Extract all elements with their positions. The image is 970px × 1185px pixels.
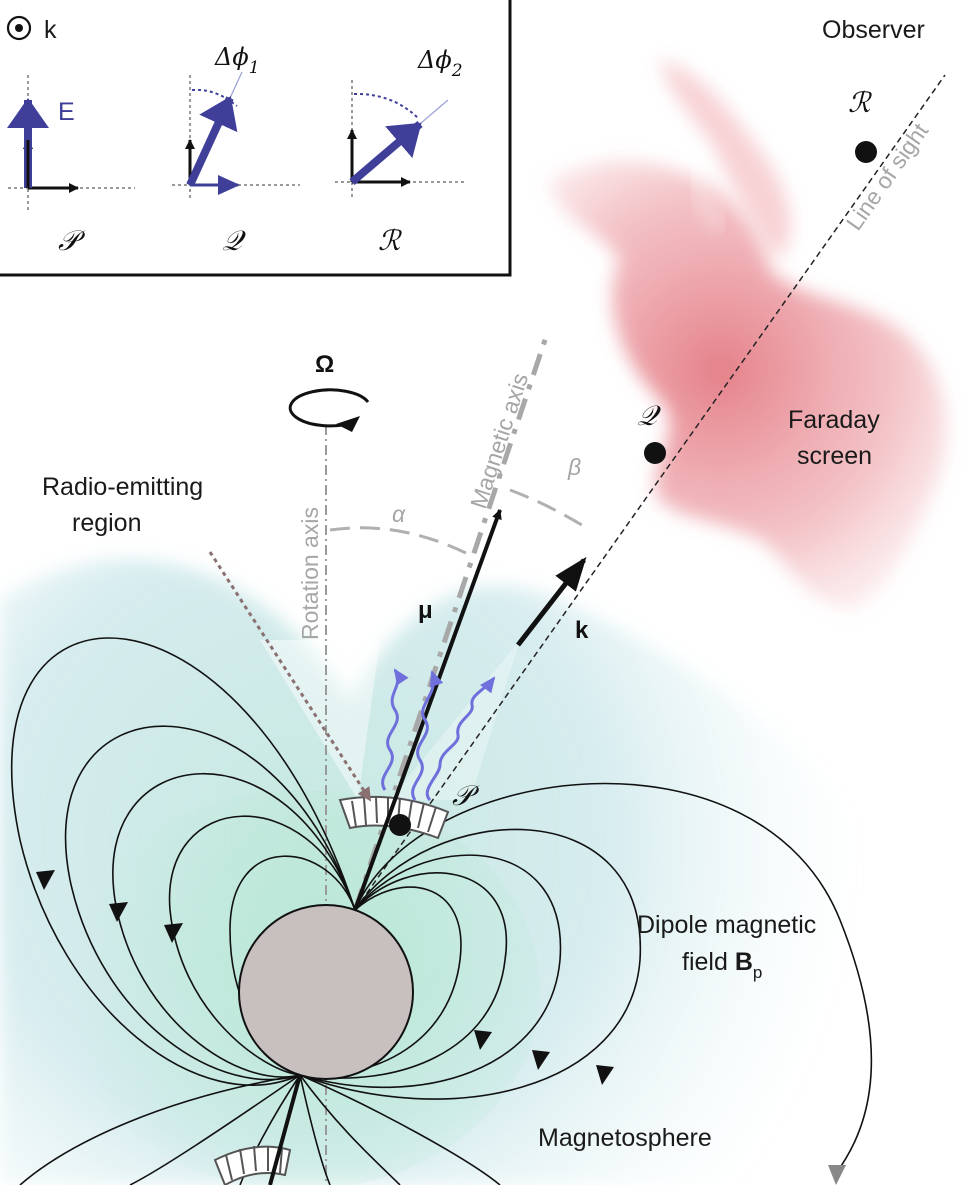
panel-q-label: 𝒬 bbox=[222, 224, 246, 257]
line-of-sight bbox=[354, 74, 946, 911]
e-vector-q bbox=[186, 96, 238, 187]
radio-region-pointer bbox=[208, 551, 372, 802]
polarization-inset: k E 𝒫 Δϕ1 𝒬 bbox=[0, 0, 512, 277]
faraday-screen-label-2: screen bbox=[797, 442, 872, 470]
point-p-marker bbox=[389, 814, 411, 836]
point-q-marker bbox=[644, 442, 666, 464]
south-mu-axis bbox=[268, 1074, 302, 1185]
panel-r: Δϕ2 ℛ bbox=[335, 46, 465, 257]
e-vector-label: E bbox=[58, 98, 75, 126]
dipole-field-lines bbox=[10, 637, 873, 1185]
alpha-arc bbox=[329, 526, 471, 557]
observer-label: Observer bbox=[822, 16, 925, 44]
point-r-label: ℛ bbox=[848, 86, 872, 119]
beta-label: β bbox=[567, 454, 581, 480]
dipole-label-1: Dipole magnetic bbox=[637, 911, 816, 939]
point-r-marker bbox=[855, 141, 877, 163]
magnetosphere-label: Magnetosphere bbox=[538, 1124, 712, 1152]
panel-q: Δϕ1 𝒬 bbox=[172, 43, 300, 257]
radio-region-label-2: region bbox=[72, 509, 142, 537]
mu-vector bbox=[353, 509, 502, 911]
inset-k-label: k bbox=[44, 16, 57, 44]
dipole-label-2: field Bp bbox=[682, 948, 762, 982]
faraday-screen-label-1: Faraday bbox=[788, 406, 880, 434]
beta-arc bbox=[509, 488, 591, 532]
k-vector bbox=[516, 556, 587, 647]
k-vector-label: k bbox=[575, 617, 589, 644]
omega-label: Ω bbox=[315, 351, 334, 378]
dphi1-label: Δϕ1 bbox=[214, 43, 260, 78]
radio-region-label-1: Radio-emitting bbox=[42, 473, 203, 501]
faraday-screen-cloud bbox=[548, 60, 947, 611]
mu-label: μ bbox=[418, 597, 433, 624]
radio-wave-photons bbox=[381, 668, 496, 802]
line-of-sight-label: Line of sight bbox=[841, 118, 934, 235]
e-vector-r bbox=[349, 120, 423, 186]
rotation-axis-label: Rotation axis bbox=[297, 507, 323, 640]
alpha-label: α bbox=[392, 501, 406, 527]
point-q-label: 𝒬 bbox=[637, 399, 661, 432]
neutron-star bbox=[238, 904, 414, 1080]
omega-rotation-icon bbox=[288, 388, 370, 432]
magnetic-axis-label: Magnetic axis bbox=[465, 370, 533, 512]
magnetosphere-shading bbox=[0, 559, 960, 1185]
dphi2-label: Δϕ2 bbox=[417, 46, 463, 81]
panel-r-label: ℛ bbox=[378, 224, 402, 257]
k-out-of-page-icon bbox=[6, 15, 32, 41]
